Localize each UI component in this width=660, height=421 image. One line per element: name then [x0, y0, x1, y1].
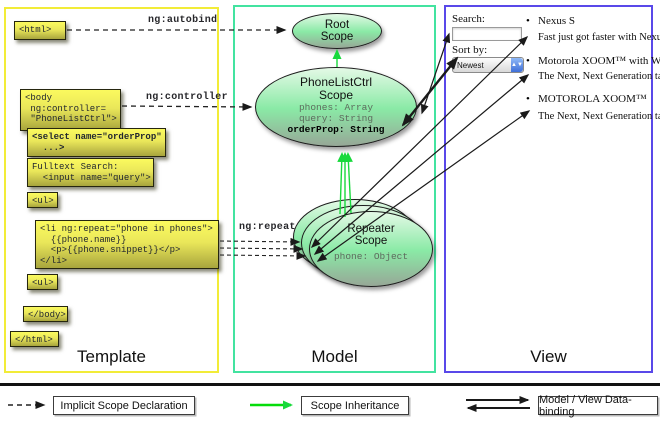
code-box-ul-close: <ul>	[27, 274, 58, 290]
root-scope-ellipse: Root Scope	[292, 13, 382, 49]
view-panel-label: View	[530, 347, 567, 366]
root-scope-title: Root Scope	[320, 19, 354, 43]
legend-separator-line	[0, 383, 660, 386]
sort-dropdown-value: Newest	[457, 60, 484, 70]
code-box-li-repeat: <li ng:repeat="phone in phones"> {{phone…	[35, 220, 219, 269]
code-box-fulltext-search: Fulltext Search: <input name="query">	[27, 158, 154, 187]
ng-controller-label: ng:controller	[146, 92, 228, 103]
ng-repeat-label: ng:repeat	[239, 222, 296, 233]
code-box-body-open: <body ng:controller= "PhoneListCtrl">	[20, 89, 121, 131]
model-panel-label: Model	[311, 347, 358, 366]
bullet-icon: •	[526, 15, 530, 27]
repeater-scope-title: Repeater Scope	[347, 223, 395, 247]
legend-implicit-scope-box: Implicit Scope Declaration	[53, 396, 195, 415]
view-item-title: Motorola XOOM™ with Wi-Fi	[538, 55, 660, 67]
search-input[interactable]	[452, 27, 522, 41]
code-box-ul-open: <ul>	[27, 192, 58, 208]
search-label: Search:	[452, 13, 485, 25]
legend-scope-inheritance-label: Scope Inheritance	[310, 399, 400, 412]
phonelistctrl-scope-bold-prop: orderProp: String	[287, 124, 385, 135]
view-item-title: Nexus S	[538, 15, 575, 27]
code-box-select: <select name="orderProp" ...>	[27, 128, 166, 157]
bullet-icon: •	[526, 93, 530, 105]
phonelistctrl-scope-props: phones: Array query: String	[298, 102, 374, 124]
template-panel: Template	[4, 7, 219, 373]
phonelistctrl-scope-ellipse: PhoneListCtrl Scope phones: Array query:…	[255, 67, 417, 147]
ng-autobind-label: ng:autobind	[148, 15, 218, 26]
legend-data-binding-label: Model / View Data-binding	[539, 393, 632, 418]
code-box-html-close: </html>	[10, 331, 59, 347]
bullet-icon: •	[526, 55, 530, 67]
view-item-desc: The Next, Next Generation tablet.	[538, 71, 660, 82]
view-item-title: MOTOROLA XOOM™	[538, 93, 647, 105]
dropdown-stepper-icon: ▲▼	[511, 58, 523, 72]
view-item-desc: Fast just got faster with Nexus S.	[538, 32, 660, 43]
legend-data-binding-box: Model / View Data-binding	[538, 393, 658, 418]
sort-dropdown[interactable]: Newest ▲▼	[452, 57, 524, 73]
legend-implicit-scope-label: Implicit Scope Declaration	[60, 399, 188, 412]
view-item-desc: The Next, Next Generation tablet.	[538, 111, 660, 122]
code-box-body-close: </body>	[23, 306, 68, 322]
phonelistctrl-scope-title: PhoneListCtrl Scope	[299, 75, 373, 102]
model-panel: Model	[233, 5, 436, 373]
template-panel-label: Template	[77, 347, 146, 366]
repeater-scope-prop: phone: Object	[333, 251, 409, 262]
sort-by-label: Sort by:	[452, 44, 488, 56]
repeater-scope-ellipse-front: Repeater Scope phone: Object	[309, 211, 433, 287]
legend-binding-arrows	[466, 396, 530, 412]
legend-scope-inheritance-box: Scope Inheritance	[301, 396, 409, 415]
code-box-html-open: <html>	[14, 21, 66, 40]
